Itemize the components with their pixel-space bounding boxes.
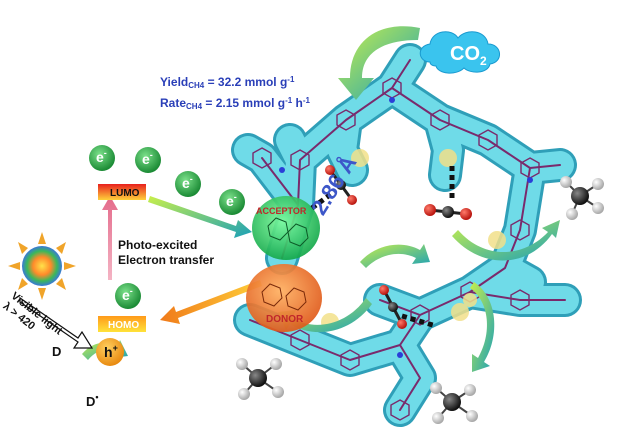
hole-transfer-arrow (160, 280, 262, 324)
svg-text:e-: e- (122, 286, 133, 303)
lumo-bar (98, 184, 146, 200)
hole-label: h+ (104, 343, 118, 360)
svg-text:e-: e- (226, 192, 237, 209)
light-arrow (19, 296, 94, 349)
svg-text:e-: e- (96, 148, 107, 165)
donor-species-label: D (52, 344, 62, 359)
homo-label: HOMO (108, 320, 139, 331)
framework-ring (231, 43, 582, 427)
svg-text:e-: e- (142, 150, 153, 167)
electron-icons (89, 145, 245, 309)
hole-icon (96, 338, 124, 366)
acceptor-sphere (252, 196, 320, 260)
photo-excited-text: Photo-excited Electron transfer (118, 238, 215, 267)
yield-rate-text: YieldCH4 = 32.2 mmol g-1 RateCH4 = 2.15 … (160, 72, 310, 114)
product-arrow-right (452, 220, 560, 261)
oxidized-donor-label: D• (86, 392, 99, 409)
co2-molecules (325, 165, 472, 329)
product-arrow-bottom (470, 282, 495, 372)
co2-cloud (419, 31, 500, 74)
lumo-label: LUMO (110, 188, 140, 199)
nitrogen-atoms (279, 97, 533, 358)
active-sites (321, 149, 506, 331)
excitation-arrow (102, 196, 118, 280)
homo-bar (98, 316, 146, 332)
rate-line: RateCH4 = 2.15 mmol g-1 h-1 (160, 96, 310, 111)
donor-label: DONOR (266, 314, 304, 325)
co2-uptake-arrow (338, 26, 420, 100)
electron-transfer-arrow (148, 196, 252, 238)
co2-label: CO2 (450, 43, 487, 68)
acceptor-label: ACCEPTOR (256, 206, 307, 216)
yield-line: YieldCH4 = 32.2 mmol g-1 (160, 75, 295, 90)
ch4-molecules (236, 176, 604, 424)
svg-text:e-: e- (182, 174, 193, 191)
co2-arrow-middle (360, 244, 430, 268)
interaction-dashes (310, 166, 455, 329)
sun-icon (8, 232, 76, 300)
donor-sphere (246, 264, 322, 332)
